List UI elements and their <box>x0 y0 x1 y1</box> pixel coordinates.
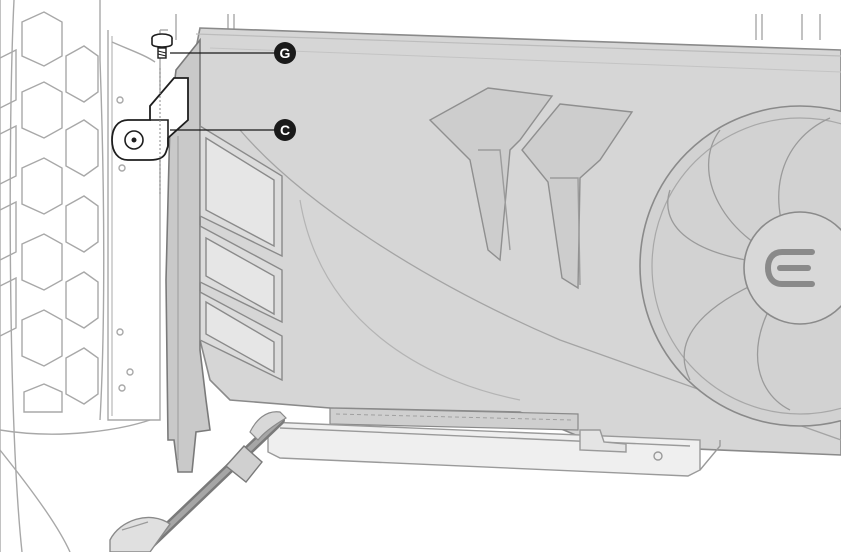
screwdriver <box>110 412 286 552</box>
callout-g-label: G <box>280 45 291 61</box>
callout-g: G <box>274 42 296 64</box>
graphics-card <box>166 28 841 472</box>
thumb-screw <box>152 34 172 58</box>
case-front-panel <box>0 0 150 552</box>
callout-c: C <box>274 119 296 141</box>
callout-c-label: C <box>280 122 290 138</box>
screwdriver-handle-collar <box>226 446 262 482</box>
